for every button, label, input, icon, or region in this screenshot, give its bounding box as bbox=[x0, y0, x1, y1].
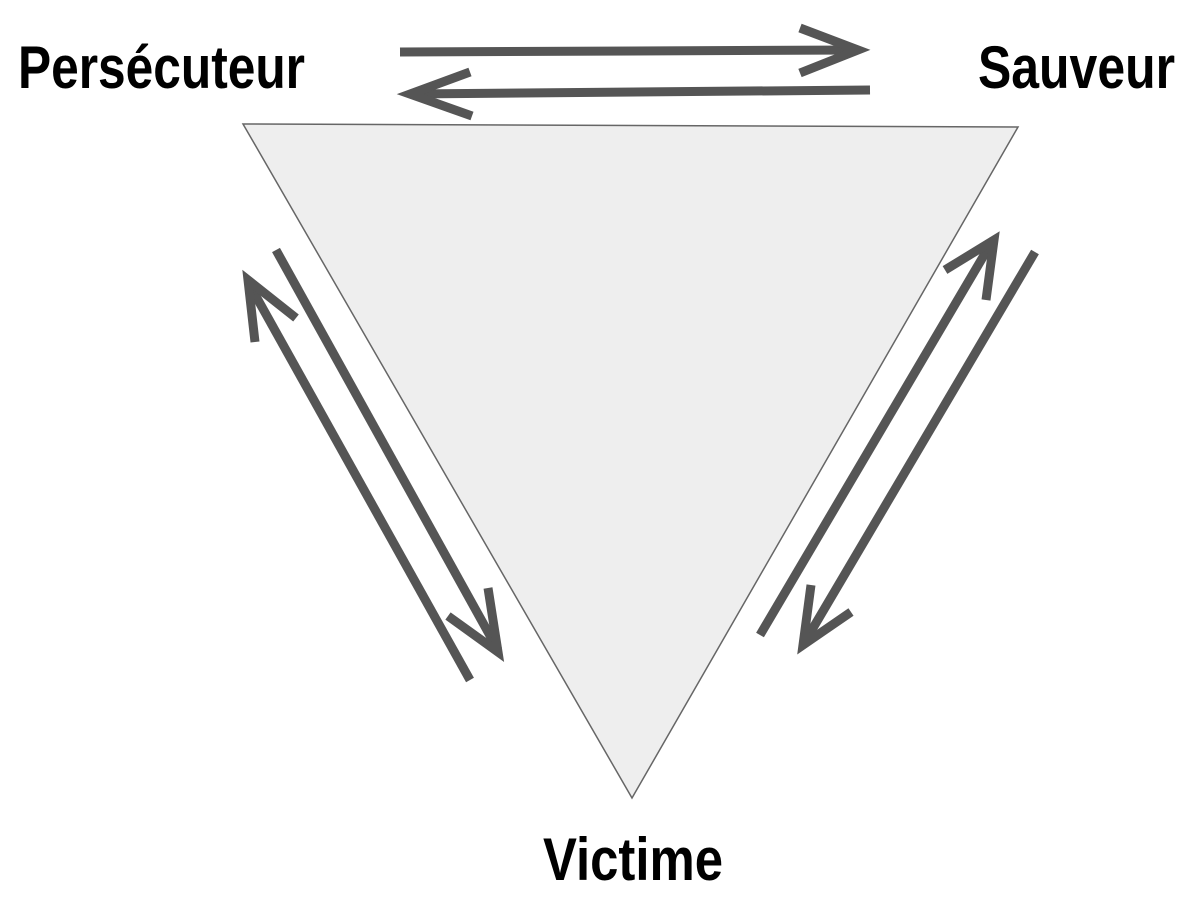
label-victim: Victime bbox=[543, 826, 723, 893]
arrow-victim-to-persecutor bbox=[242, 269, 474, 683]
arrow-victim-to-rescuer bbox=[756, 231, 1000, 638]
triangle bbox=[241, 123, 1020, 800]
arrow-rescuer-to-persecutor bbox=[396, 67, 871, 121]
label-rescuer: Sauveur bbox=[978, 34, 1175, 101]
arrow-rescuer-to-victim bbox=[797, 249, 1039, 655]
arrow-persecutor-to-rescuer bbox=[399, 23, 871, 78]
label-persecutor: Persécuteur bbox=[18, 34, 305, 101]
arrow-persecutor-to-victim bbox=[272, 247, 505, 662]
